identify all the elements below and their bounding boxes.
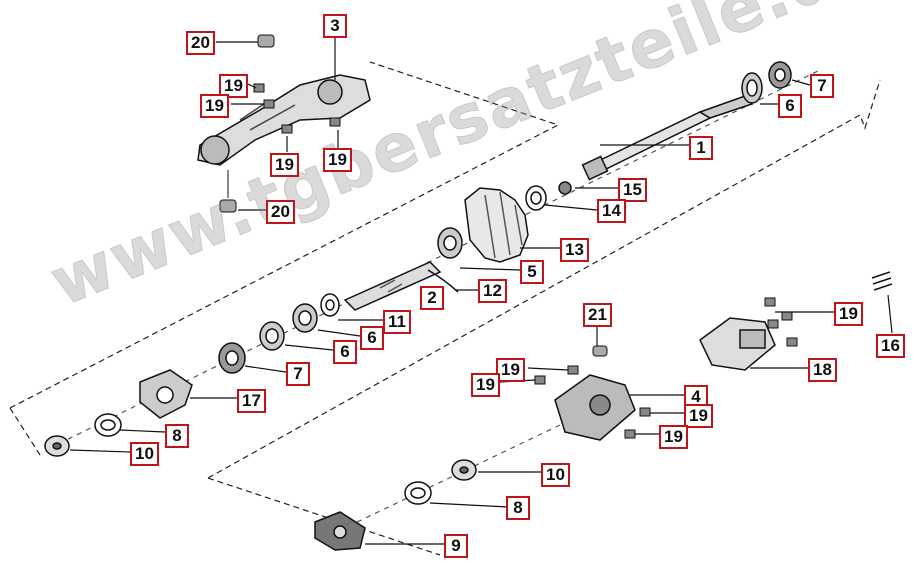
nuts-20 bbox=[219, 34, 275, 213]
callout-11: 11 bbox=[383, 310, 411, 334]
callout-3: 3 bbox=[323, 14, 347, 38]
nut-21 bbox=[592, 345, 608, 357]
bearings bbox=[218, 61, 792, 374]
upper-assembly-frame bbox=[9, 61, 560, 456]
flange bbox=[139, 369, 193, 419]
gear-housing bbox=[554, 374, 636, 441]
callout-16: 16 bbox=[876, 334, 905, 358]
callout-10: 10 bbox=[541, 463, 570, 487]
callout-20: 20 bbox=[186, 31, 215, 55]
callout-1: 1 bbox=[689, 136, 713, 160]
callout-2: 2 bbox=[420, 286, 444, 310]
bevel-gear bbox=[464, 187, 529, 263]
lower-flange bbox=[314, 511, 366, 551]
callout-19: 19 bbox=[323, 148, 352, 172]
callout-19: 19 bbox=[270, 153, 299, 177]
callout-7: 7 bbox=[286, 362, 310, 386]
drive-shaft bbox=[581, 95, 754, 181]
bolts-19-lower bbox=[534, 297, 798, 439]
callout-14: 14 bbox=[597, 199, 626, 223]
washers bbox=[44, 181, 572, 505]
callout-21: 21 bbox=[583, 303, 612, 327]
callout-10: 10 bbox=[130, 442, 159, 466]
callout-5: 5 bbox=[520, 260, 544, 284]
callout-9: 9 bbox=[444, 534, 468, 558]
callout-12: 12 bbox=[478, 279, 507, 303]
callout-8: 8 bbox=[506, 496, 530, 520]
callout-13: 13 bbox=[560, 238, 589, 262]
callout-19: 19 bbox=[659, 425, 688, 449]
leader-lines bbox=[69, 36, 893, 545]
lower-axis bbox=[329, 424, 561, 536]
callout-17: 17 bbox=[237, 389, 266, 413]
callout-15: 15 bbox=[618, 178, 647, 202]
lower-assembly-frame bbox=[207, 79, 881, 556]
callout-19: 19 bbox=[684, 404, 713, 428]
end-cover bbox=[699, 317, 776, 371]
callout-20: 20 bbox=[266, 200, 295, 224]
bolts-19-upper bbox=[253, 83, 341, 134]
callout-19: 19 bbox=[471, 373, 500, 397]
callout-8: 8 bbox=[165, 424, 189, 448]
callout-19: 19 bbox=[834, 302, 863, 326]
callout-6: 6 bbox=[333, 340, 357, 364]
callout-6: 6 bbox=[778, 94, 802, 118]
callout-19: 19 bbox=[200, 94, 229, 118]
callout-7: 7 bbox=[810, 74, 834, 98]
callout-19: 19 bbox=[219, 74, 248, 98]
callout-19: 19 bbox=[496, 358, 525, 382]
callout-18: 18 bbox=[808, 358, 837, 382]
callout-6: 6 bbox=[360, 326, 384, 350]
pinion-shaft bbox=[343, 261, 442, 311]
spring bbox=[871, 271, 893, 291]
